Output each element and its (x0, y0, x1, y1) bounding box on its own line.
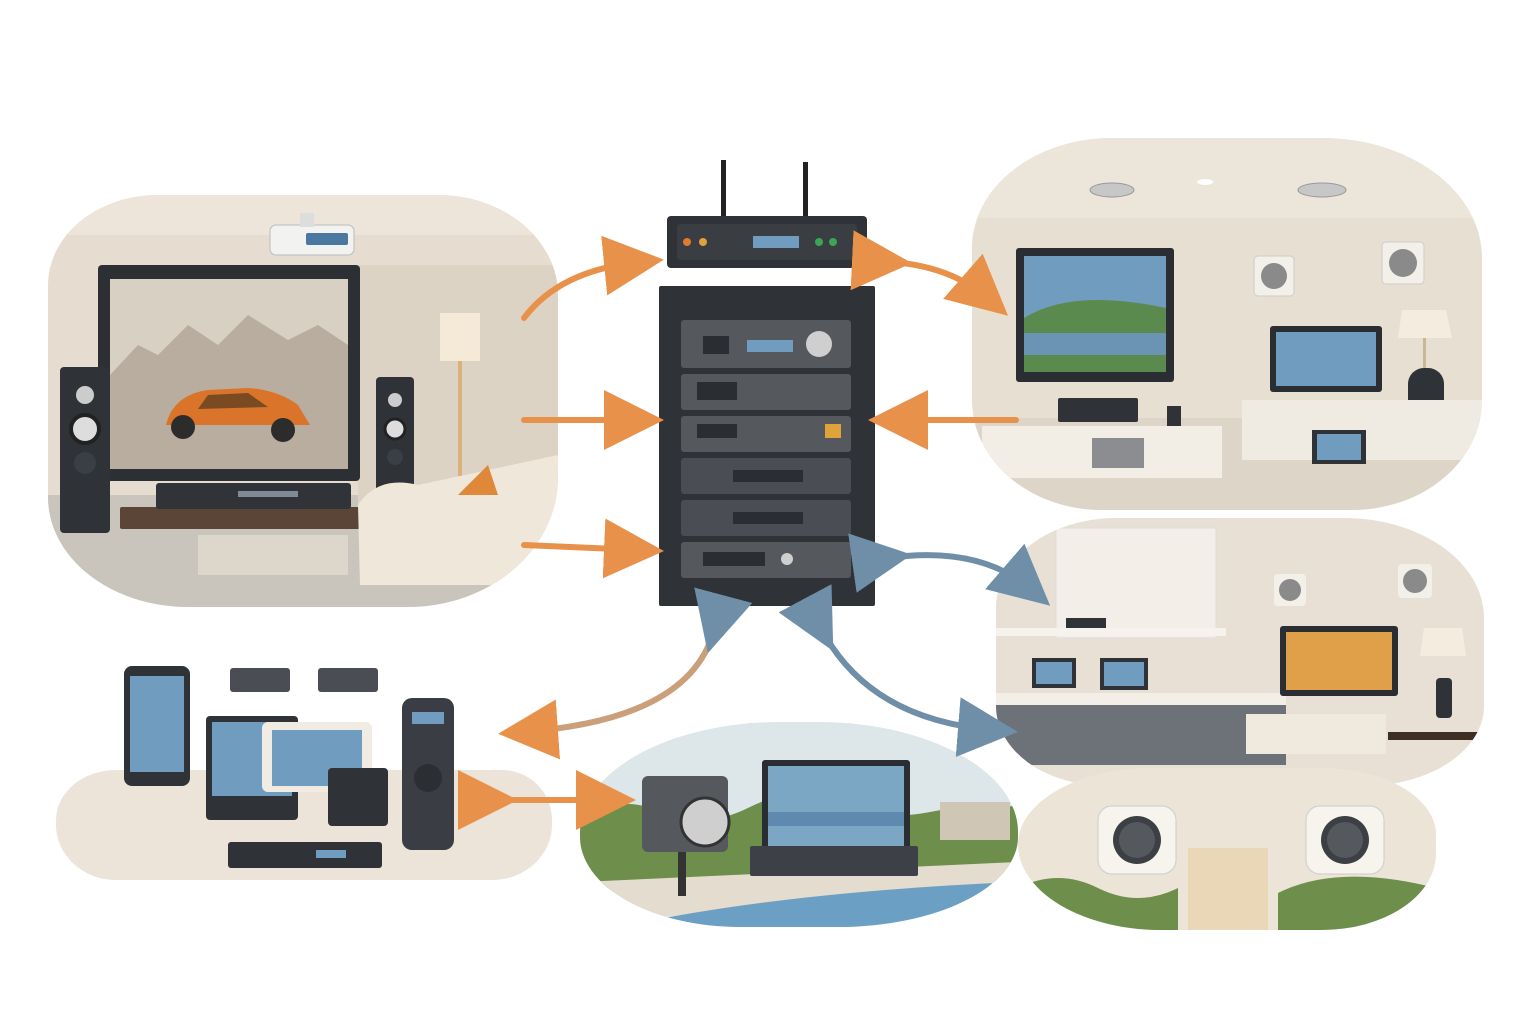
arrow-router-living (850, 230, 1009, 316)
control-devices-group (124, 666, 454, 868)
small-tablet-icon (328, 768, 388, 826)
arrow-theater-router (521, 235, 664, 321)
remote-control-icon (402, 698, 454, 850)
arrow-theater-rack-2 (521, 518, 664, 579)
wall-speaker-icon (1274, 574, 1306, 606)
outdoor-patio-scene (580, 722, 1018, 927)
ceiling-speaker-left-icon (1097, 805, 1177, 875)
wall-tv-icon (1016, 248, 1174, 382)
status-led (683, 238, 691, 246)
hub-box-icon (228, 842, 382, 868)
ceiling-speaker-right-icon (1305, 805, 1385, 875)
monitor-tv-icon (1270, 326, 1382, 392)
status-led (815, 238, 823, 246)
left-tower-speaker-icon (60, 367, 110, 533)
laptop-right-icon (1100, 658, 1148, 690)
arrow-rack-devices (498, 587, 753, 760)
status-led (829, 238, 837, 246)
tv-icon (1280, 626, 1398, 696)
projector-icon (269, 213, 355, 256)
floor-lamp-icon (440, 313, 480, 491)
kitchen-office-scene (996, 518, 1484, 786)
router-small-icon (1066, 618, 1106, 628)
wireless-router-icon (667, 160, 867, 268)
ceiling-speakers-scene (1018, 768, 1436, 930)
central-rack-hub (659, 160, 875, 606)
equipment-rack-icon (659, 286, 875, 606)
keypad-icon-1 (230, 668, 290, 692)
phone-icon (124, 666, 190, 786)
arrow-rack-kitchen (848, 533, 1051, 606)
wall-speaker-icon-2 (1398, 564, 1432, 598)
arrow-rack-ceiling (778, 584, 1018, 757)
outdoor-speaker-icon (642, 776, 731, 896)
wall-speaker-left-icon (1253, 255, 1295, 297)
wall-speaker-right-icon (1381, 241, 1425, 285)
laptop-left-icon (1032, 658, 1076, 688)
keypad-icon-2 (318, 668, 378, 692)
outdoor-tv-icon (762, 760, 910, 854)
table-lamp-icon (1398, 310, 1452, 378)
status-led (699, 238, 707, 246)
car-image (166, 388, 310, 442)
av-receiver-icon (1058, 398, 1138, 422)
living-room-scene (972, 138, 1482, 510)
home-theater-scene (48, 195, 558, 607)
laptop-icon (1312, 430, 1366, 464)
right-tower-speaker-icon (376, 377, 414, 505)
